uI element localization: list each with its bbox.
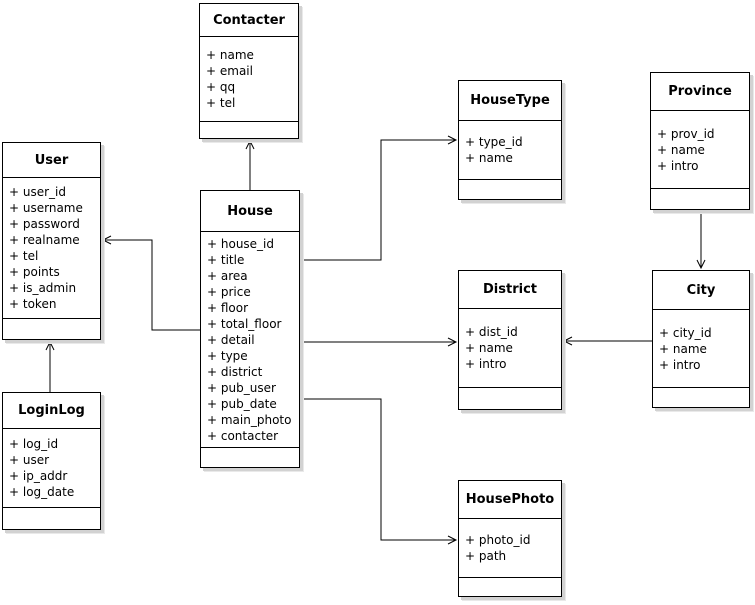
class-title-housetype: HouseType bbox=[459, 81, 561, 121]
attributes-compartment: + photo_id + path bbox=[459, 519, 561, 577]
attribute-row: + intro bbox=[657, 158, 699, 173]
class-housephoto[interactable]: HousePhoto + photo_id + path bbox=[458, 480, 562, 597]
attribute-row: + name bbox=[465, 151, 513, 165]
attribute-row: + ip_addr bbox=[9, 469, 68, 483]
attribute-row: + contacter bbox=[207, 428, 279, 443]
attribute-row: + realname bbox=[9, 233, 80, 247]
attributes-compartment: + type_id + name bbox=[459, 121, 561, 179]
attributes-compartment: + house_id+ title+ area+ price+ floor+ t… bbox=[201, 232, 299, 447]
class-house[interactable]: House+ house_id+ title+ area+ price+ flo… bbox=[200, 190, 300, 468]
attribute-row: + password bbox=[9, 217, 80, 231]
attribute-row: + area bbox=[207, 268, 248, 283]
class-title-district: District bbox=[459, 271, 561, 309]
methods-compartment bbox=[459, 577, 561, 596]
attribute-row: + user_id bbox=[9, 185, 66, 199]
attributes-compartment: + city_id+ name+ intro bbox=[653, 310, 749, 387]
methods-compartment bbox=[651, 188, 749, 209]
connection-house-to-user[interactable] bbox=[101, 235, 200, 331]
attribute-row: + log_date bbox=[9, 485, 75, 499]
attribute-row: + type bbox=[207, 348, 248, 363]
attribute-row: + log_id bbox=[9, 437, 59, 451]
attribute-row: + pub_user bbox=[207, 380, 276, 395]
attribute-row: + floor bbox=[207, 300, 249, 315]
class-contacter[interactable]: Contacter + name + email + qq + tel bbox=[199, 3, 299, 139]
attributes-compartment: + prov_id+ name+ intro bbox=[651, 111, 749, 188]
attribute-row: + detail bbox=[207, 332, 255, 347]
attributes-compartment: + name + email + qq + tel bbox=[200, 37, 298, 121]
attribute-row: + path bbox=[465, 549, 507, 563]
methods-compartment bbox=[200, 121, 298, 138]
attribute-row: + price bbox=[207, 284, 251, 299]
methods-compartment bbox=[3, 507, 100, 529]
class-district[interactable]: District + dist_id + name + intro bbox=[458, 270, 562, 410]
methods-compartment bbox=[201, 447, 299, 467]
class-loginlog[interactable]: LoginLog + log_id + user + ip_addr + log_dat… bbox=[2, 392, 101, 530]
attribute-row: + tel bbox=[206, 96, 236, 110]
class-title-contacter: Contacter bbox=[200, 4, 298, 37]
attribute-row: + city_id bbox=[659, 325, 712, 340]
attribute-row: + token bbox=[9, 297, 57, 311]
attribute-row: + qq bbox=[206, 80, 236, 94]
class-housetype[interactable]: HouseType + type_id + name bbox=[458, 80, 562, 200]
connection-house-to-housetype[interactable] bbox=[300, 135, 458, 261]
attribute-row: + house_id bbox=[207, 236, 275, 251]
class-city[interactable]: City+ city_id+ name+ intro bbox=[652, 270, 750, 408]
attribute-row: + prov_id bbox=[657, 126, 715, 141]
methods-compartment bbox=[3, 318, 100, 339]
class-title-user: User bbox=[3, 143, 100, 178]
attribute-row: + tel bbox=[9, 249, 39, 263]
attribute-row: + dist_id bbox=[465, 325, 518, 339]
attribute-row: + photo_id bbox=[465, 533, 531, 547]
class-title-province: Province bbox=[651, 73, 749, 111]
attribute-row: + total_floor bbox=[207, 316, 282, 331]
class-province[interactable]: Province+ prov_id+ name+ intro bbox=[650, 72, 750, 210]
connection-house-to-housephoto[interactable] bbox=[300, 398, 458, 545]
attribute-row: + name bbox=[659, 341, 707, 356]
attribute-row: + name bbox=[206, 48, 254, 62]
attribute-row: + is_admin bbox=[9, 281, 77, 295]
attributes-compartment: + log_id + user + ip_addr + log_date bbox=[3, 429, 100, 507]
methods-compartment bbox=[459, 179, 561, 199]
class-title-house: House bbox=[201, 191, 299, 232]
class-title-housephoto: HousePhoto bbox=[459, 481, 561, 519]
methods-compartment bbox=[653, 387, 749, 407]
attribute-row: + name bbox=[657, 142, 705, 157]
attribute-row: + user bbox=[9, 453, 50, 467]
attribute-row: + points bbox=[9, 265, 60, 279]
attribute-row: + name bbox=[465, 341, 513, 355]
attribute-row: + intro bbox=[659, 357, 701, 372]
attribute-row: + main_photo bbox=[207, 412, 292, 427]
attribute-row: + username bbox=[9, 201, 83, 215]
attributes-compartment: + dist_id + name + intro bbox=[459, 309, 561, 387]
attribute-row: + type_id bbox=[465, 135, 523, 149]
attribute-row: + intro bbox=[465, 357, 507, 371]
attributes-compartment: + user_id + username + password + realname +… bbox=[3, 178, 100, 318]
methods-compartment bbox=[459, 387, 561, 409]
class-user[interactable]: User + user_id + username + password + realn… bbox=[2, 142, 101, 340]
class-title-city: City bbox=[653, 271, 749, 310]
attribute-row: + title bbox=[207, 252, 245, 267]
attribute-row: + district bbox=[207, 364, 263, 379]
attribute-row: + email bbox=[206, 64, 253, 78]
attribute-row: + pub_date bbox=[207, 396, 277, 411]
class-title-loginlog: LoginLog bbox=[3, 393, 100, 429]
